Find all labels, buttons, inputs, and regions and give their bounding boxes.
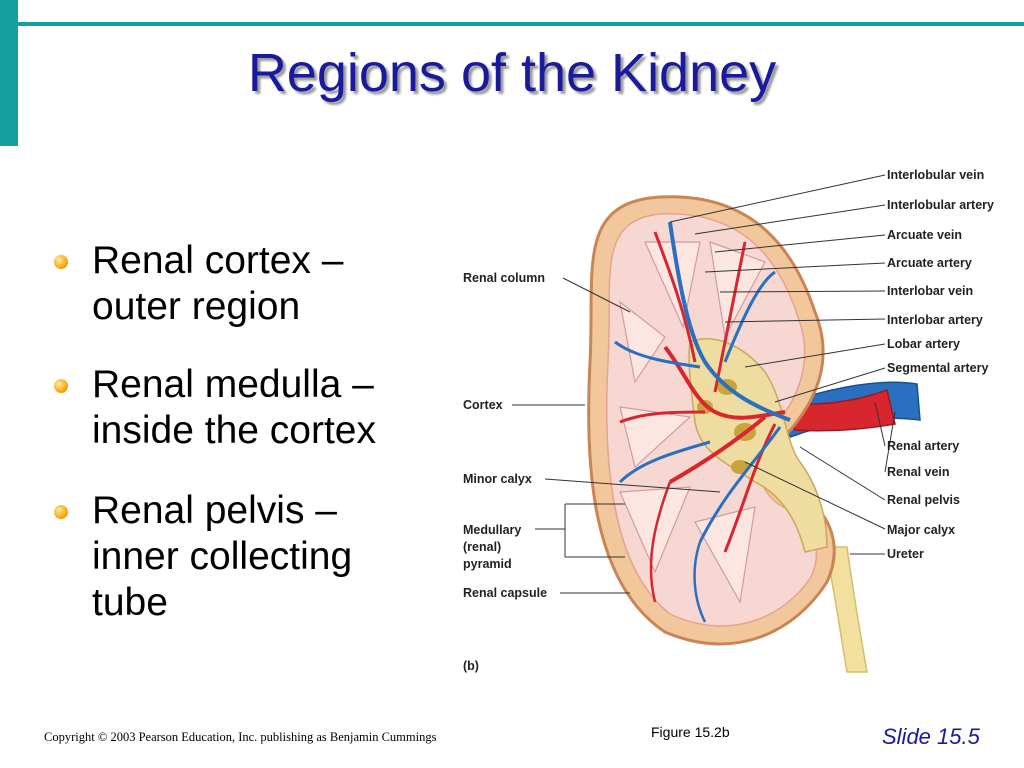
kidney-illustration	[587, 195, 921, 673]
label-renal-pelvis: Renal pelvis	[887, 493, 960, 507]
label-ureter: Ureter	[887, 547, 924, 561]
label-segmental-artery: Segmental artery	[887, 361, 988, 375]
label-minor-calyx: Minor calyx	[463, 472, 532, 486]
label-interlobular-vein: Interlobular vein	[887, 168, 984, 182]
label-arcuate-vein: Arcuate vein	[887, 228, 962, 242]
label-interlobular-artery: Interlobular artery	[887, 198, 994, 212]
slide-accent-block	[0, 0, 18, 146]
bullet-icon	[54, 379, 68, 393]
figure-labels-right: Interlobular vein Interlobular artery Ar…	[887, 168, 994, 561]
label-cortex: Cortex	[463, 398, 503, 412]
label-arcuate-artery: Arcuate artery	[887, 256, 972, 270]
label-renal-capsule: Renal capsule	[463, 586, 547, 600]
bullet-line: outer region	[92, 285, 301, 328]
leader-lines	[512, 174, 896, 594]
label-renal-vein: Renal vein	[887, 465, 950, 479]
bullet-item-renal-medulla: Renal medulla – inside the cortex	[54, 362, 376, 454]
slide-number: Slide 15.5	[882, 724, 980, 749]
kidney-figure: Interlobular vein Interlobular artery Ar…	[463, 168, 994, 673]
label-renal-column: Renal column	[463, 271, 545, 285]
bullet-item-renal-pelvis: Renal pelvis – inner collecting tube	[54, 488, 353, 626]
label-renal-artery: Renal artery	[887, 439, 959, 453]
slide-title: Regions of the Kidney	[247, 43, 777, 103]
bullet-line: inner collecting	[92, 535, 353, 578]
bullet-icon	[54, 505, 68, 519]
label-lobar-artery: Lobar artery	[887, 337, 960, 351]
label-interlobar-vein: Interlobar vein	[887, 284, 973, 298]
bullet-icon	[54, 255, 68, 269]
label-medullary-1: Medullary	[463, 523, 521, 537]
label-interlobar-artery: Interlobar artery	[887, 313, 983, 327]
label-medullary-3: pyramid	[463, 557, 512, 571]
bullet-line: Renal medulla –	[92, 363, 374, 406]
figure-panel-label: (b)	[463, 659, 479, 673]
bullet-line: inside the cortex	[92, 409, 376, 452]
bullet-line: Renal cortex –	[92, 239, 344, 282]
label-medullary-2: (renal)	[463, 540, 501, 554]
copyright-notice: Copyright © 2003 Pearson Education, Inc.…	[44, 730, 437, 744]
slide-accent-line	[18, 22, 1024, 26]
figure-labels-left: Renal column Cortex Minor calyx Medullar…	[463, 271, 547, 673]
bullet-line: tube	[92, 581, 168, 624]
bullet-line: Renal pelvis –	[92, 489, 337, 532]
bullet-item-renal-cortex: Renal cortex – outer region	[54, 238, 344, 330]
label-major-calyx: Major calyx	[887, 523, 955, 537]
figure-reference: Figure 15.2b	[651, 724, 730, 740]
